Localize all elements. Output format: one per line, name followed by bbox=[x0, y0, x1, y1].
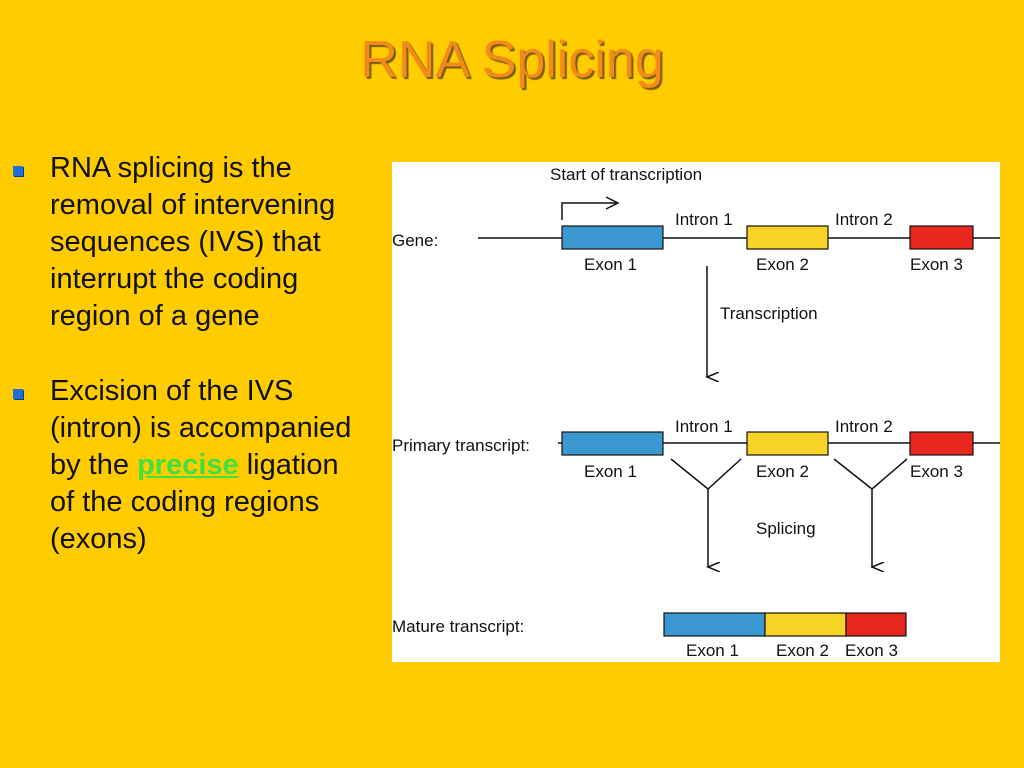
mature-exon-2-label: Exon 2 bbox=[776, 641, 829, 660]
mature-exon-1-label: Exon 1 bbox=[686, 641, 739, 660]
gene-exon-3-box bbox=[909, 225, 974, 250]
mature-exon-2-box bbox=[764, 612, 847, 637]
primary-exon-2-label: Exon 2 bbox=[756, 462, 809, 481]
bullet-text: Excision of the IVS (intron) is accompan… bbox=[50, 375, 352, 481]
primary-exon-3-box bbox=[909, 431, 974, 456]
primary-exon-2-box bbox=[746, 431, 829, 456]
splicing-label: Splicing bbox=[756, 519, 816, 538]
transcription-label: Transcription bbox=[720, 304, 818, 323]
primary-exon-1-label: Exon 1 bbox=[584, 462, 637, 481]
gene-exon-1-label: Exon 1 bbox=[584, 255, 637, 274]
gene-exon-2-label: Exon 2 bbox=[756, 255, 809, 274]
bullet-square-icon bbox=[13, 166, 23, 176]
splicing-diagram: Start of transcription Gene: Intron 1 In… bbox=[392, 162, 1000, 662]
gene-exon-1-box bbox=[561, 225, 664, 250]
bullet-item: RNA splicing is the removal of interveni… bbox=[10, 150, 370, 335]
start-label: Start of transcription bbox=[550, 165, 702, 184]
slide-title: RNA Splicing bbox=[360, 31, 664, 89]
row-label-primary: Primary transcript: bbox=[392, 436, 530, 455]
gene-intron-1-label: Intron 1 bbox=[675, 210, 733, 229]
highlight-word: precise bbox=[137, 449, 239, 481]
mature-exon-1-box bbox=[663, 612, 766, 637]
mature-exon-3-label: Exon 3 bbox=[845, 641, 898, 660]
row-label-gene: Gene: bbox=[392, 231, 438, 250]
start-arrow-icon bbox=[561, 202, 616, 220]
bullet-square-icon bbox=[13, 389, 23, 399]
gene-exon-2-box bbox=[746, 225, 829, 250]
gene-exon-3-label: Exon 3 bbox=[910, 255, 963, 274]
bullet-list: RNA splicing is the removal of interveni… bbox=[10, 150, 370, 596]
bullet-text: RNA splicing is the removal of interveni… bbox=[50, 152, 336, 332]
mature-exon-3-box bbox=[845, 612, 907, 637]
primary-exon-1-box bbox=[561, 431, 664, 456]
primary-intron-1-label: Intron 1 bbox=[675, 417, 733, 436]
splice-arrow-2 bbox=[833, 458, 908, 567]
splice-arrow-1 bbox=[670, 458, 742, 567]
start-arrowhead-icon bbox=[605, 196, 620, 210]
primary-exon-3-label: Exon 3 bbox=[910, 462, 963, 481]
gene-intron-2-label: Intron 2 bbox=[835, 210, 893, 229]
primary-intron-2-label: Intron 2 bbox=[835, 417, 893, 436]
row-label-mature: Mature transcript: bbox=[392, 617, 524, 636]
bullet-item: Excision of the IVS (intron) is accompan… bbox=[10, 373, 370, 558]
bullet-text: ligation of the coding regions (exons) bbox=[50, 449, 339, 555]
